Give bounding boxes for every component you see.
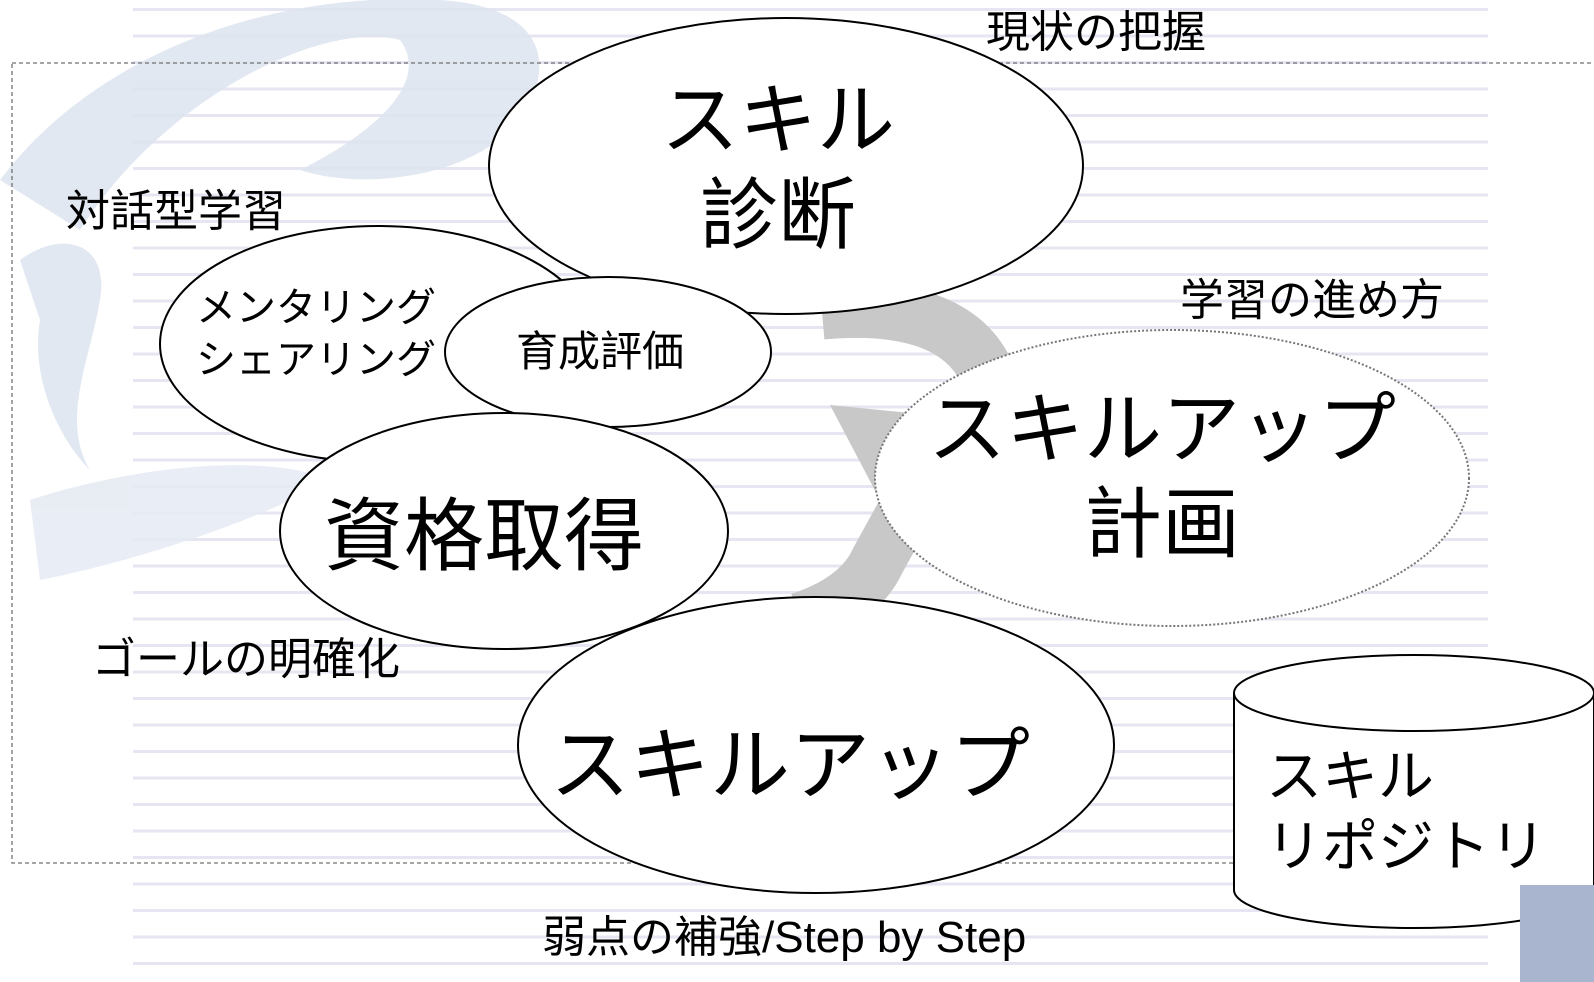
certification-ellipse: [279, 412, 729, 650]
corner-bar: [1520, 885, 1594, 982]
label-current-state: 現状の把握: [986, 8, 1206, 57]
skill-diagnosis-ellipse: [488, 17, 1084, 315]
stripe-line: [133, 405, 1488, 409]
certification-text: 資格取得: [324, 492, 644, 581]
stripe-line: [133, 511, 1488, 515]
stripe-line: [133, 538, 1488, 541]
stripe-line: [133, 485, 1488, 488]
stripe-line: [133, 379, 1488, 382]
stripe-line: [133, 352, 1488, 356]
label-dialog-learning: 対話型学習: [66, 187, 286, 236]
skillup-text: スキルアップ: [550, 721, 1030, 810]
plan-line1: スキルアップ: [927, 384, 1397, 473]
skill-diagnosis-text: スキル 診断: [661, 73, 895, 263]
mentoring-line1: メンタリング: [196, 286, 436, 330]
stripe-line: [133, 935, 1488, 939]
skillup-ellipse: [517, 596, 1115, 894]
label-goal-clarify: ゴールの明確化: [92, 635, 400, 684]
stripe-line: [133, 564, 1488, 568]
stripe-line: [133, 432, 1488, 435]
mentoring-text: メンタリング シェアリング: [196, 282, 436, 386]
stripe-line: [133, 8, 1488, 11]
plan-ellipse: [874, 329, 1470, 627]
skill-diagnosis-line1: スキル: [660, 75, 896, 164]
stripe-line: [133, 962, 1488, 965]
repository-line2: リポジトリ: [1266, 815, 1546, 878]
skill-diagnosis-line2: 診断: [699, 171, 857, 259]
stripe-line: [133, 909, 1488, 912]
watermark-logo: [0, 0, 540, 580]
label-weakness: 弱点の補強/Step by Step: [542, 913, 1027, 962]
stripe-line: [133, 458, 1488, 462]
plan-text: スキルアップ 計画: [928, 382, 1396, 572]
label-how-to-learn: 学習の進め方: [1180, 276, 1444, 325]
repository-text: スキル リポジトリ: [1266, 742, 1546, 882]
stripe-line: [133, 326, 1488, 329]
mentoring-line2: シェアリング: [196, 338, 436, 382]
evaluation-text: 育成評価: [515, 327, 685, 375]
repository-cylinder: [1233, 654, 1594, 929]
plan-line2: 計画: [1083, 480, 1241, 568]
repository-line1: スキル: [1266, 745, 1434, 808]
